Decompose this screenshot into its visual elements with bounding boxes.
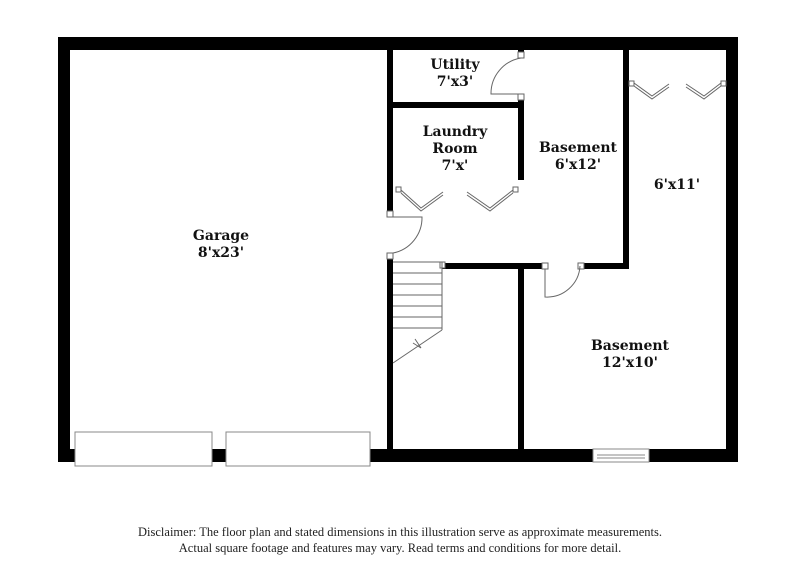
- room-label-garage: Garage 8'x23': [192, 228, 250, 261]
- garage-doors: [74, 431, 371, 467]
- doors: [386, 51, 727, 298]
- room-label-utility: Utility 7'x3': [430, 57, 480, 90]
- floor-plan: [58, 37, 738, 467]
- room-label-basement-upper: Basement 6'x12': [538, 140, 618, 173]
- room-label-basement-lower: Basement 12'x10': [590, 338, 670, 371]
- stairs: [392, 261, 446, 364]
- room-label-closet-right: 6'x11': [653, 177, 701, 193]
- disclaimer: Disclaimer: The floor plan and stated di…: [138, 525, 662, 555]
- window: [592, 448, 650, 463]
- walls: [58, 37, 738, 462]
- room-label-laundry: Laundry Room 7'x': [422, 124, 488, 174]
